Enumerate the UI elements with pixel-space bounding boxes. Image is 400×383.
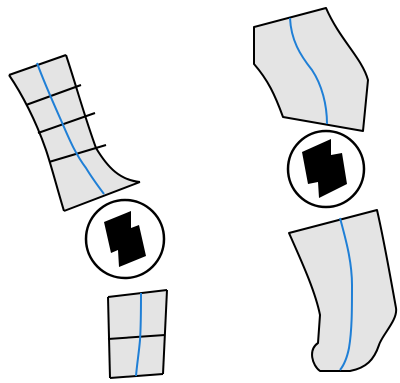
right-lower-segment bbox=[289, 210, 396, 371]
left-double-arrow-connector bbox=[86, 200, 164, 278]
left-upper-ladder-segment bbox=[9, 55, 140, 211]
left-lower-ladder-segment bbox=[108, 290, 167, 378]
right-double-arrow-connector bbox=[288, 131, 364, 207]
right-lower-segment-body bbox=[289, 210, 396, 371]
right-upper-segment bbox=[254, 8, 368, 131]
